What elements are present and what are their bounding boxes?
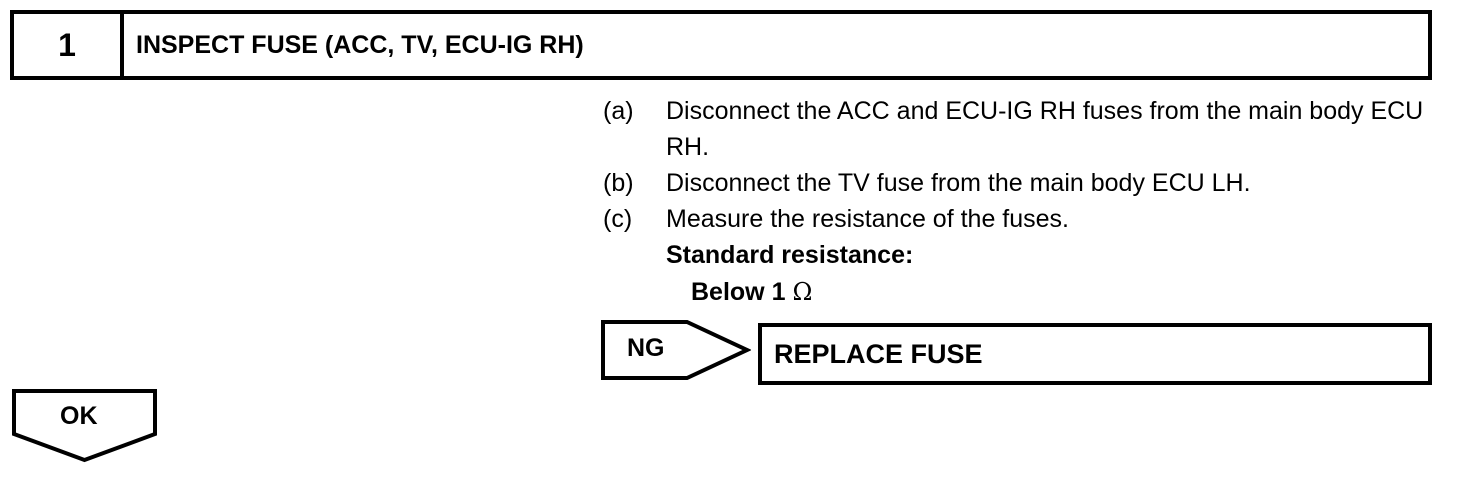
ng-action-box: REPLACE FUSE: [758, 323, 1432, 385]
instruction-text: Measure the resistance of the fuses.: [666, 205, 1069, 233]
step-title: INSPECT FUSE (ACC, TV, ECU-IG RH): [136, 30, 584, 59]
ok-label: OK: [60, 402, 98, 430]
instruction-text: Disconnect the TV fuse from the main bod…: [666, 169, 1251, 197]
spec-value-unit: Ω: [792, 278, 813, 306]
spec-value: Below 1 Ω: [691, 274, 1443, 311]
step-header: 1 INSPECT FUSE (ACC, TV, ECU-IG RH): [10, 10, 1432, 80]
instructions: (a) Disconnect the ACC and ECU-IG RH fus…: [603, 93, 1443, 311]
step-number: 1: [14, 14, 124, 76]
spec-label: Standard resistance:: [666, 241, 914, 269]
instruction-item: (a) Disconnect the ACC and ECU-IG RH fus…: [603, 93, 1443, 165]
instruction-label: (c): [603, 205, 633, 233]
instruction-label: (a): [603, 97, 634, 125]
ng-arrow-shape: [601, 320, 751, 380]
ok-arrow-shape: [12, 389, 157, 463]
instruction-text: Disconnect the ACC and ECU-IG RH fuses f…: [666, 97, 1424, 161]
instruction-item: (c) Measure the resistance of the fuses.: [603, 201, 1443, 237]
ng-branch-arrow: NG: [601, 320, 751, 382]
instruction-label: (b): [603, 169, 634, 197]
spec-value-number: Below 1: [691, 278, 786, 306]
ng-label: NG: [627, 334, 665, 362]
instruction-item: (b) Disconnect the TV fuse from the main…: [603, 165, 1443, 201]
ok-branch-arrow: OK: [12, 389, 158, 463]
